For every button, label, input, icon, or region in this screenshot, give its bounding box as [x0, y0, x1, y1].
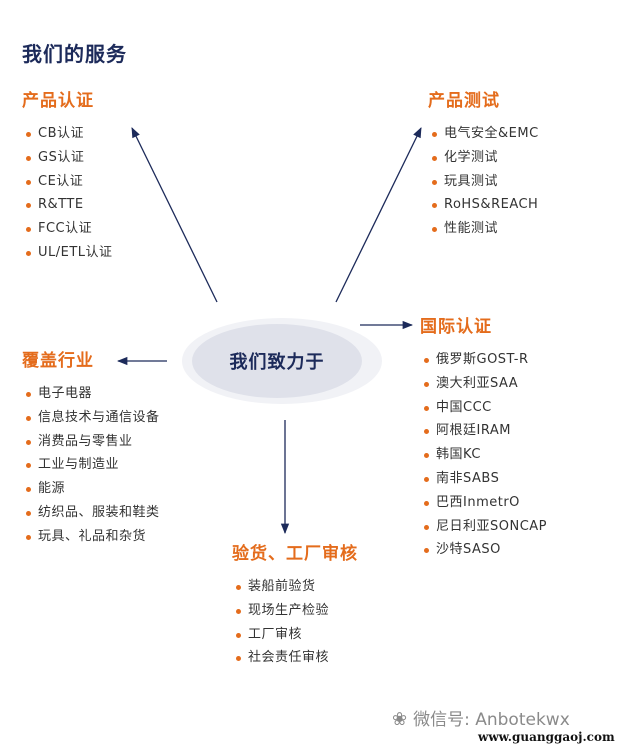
list-item: RoHS&REACH: [428, 193, 539, 217]
list-item: 玩具、礼品和杂货: [22, 525, 160, 549]
watermark-text: 微信号: Anbotekwx: [413, 710, 570, 730]
list-item: 尼日利亚SONCAP: [420, 515, 547, 539]
section-title: 产品测试: [428, 91, 500, 111]
list-item: 南非SABS: [420, 467, 547, 491]
list-item: FCC认证: [22, 217, 113, 241]
section-title: 验货、工厂审核: [232, 544, 358, 564]
section-product-certification: 产品认证 CB认证 GS认证 CE认证 R&TTE FCC认证 UL/ETL认证: [22, 90, 113, 265]
list-item: 性能测试: [428, 217, 539, 241]
list-item: CB认证: [22, 122, 113, 146]
list-item: 纺织品、服装和鞋类: [22, 501, 160, 525]
list-item: GS认证: [22, 146, 113, 170]
list-item: 澳大利亚SAA: [420, 372, 547, 396]
wechat-watermark: ❀微信号: Anbotekwx: [392, 705, 570, 730]
list-item: 电气安全&EMC: [428, 122, 539, 146]
list-item: R&TTE: [22, 193, 113, 217]
section-international-certification: 国际认证 俄罗斯GOST-R 澳大利亚SAA 中国CCC 阿根廷IRAM 韩国K…: [420, 316, 547, 562]
section-product-testing: 产品测试 电气安全&EMC 化学测试 玩具测试 RoHS&REACH 性能测试: [428, 90, 539, 241]
list-item: 消费品与零售业: [22, 430, 160, 454]
list-item: 社会责任审核: [232, 646, 358, 670]
list-item: 中国CCC: [420, 396, 547, 420]
section-title: 国际认证: [420, 317, 492, 337]
list-item: UL/ETL认证: [22, 241, 113, 265]
list-item: 工业与制造业: [22, 453, 160, 477]
list-item: 化学测试: [428, 146, 539, 170]
list-item: 信息技术与通信设备: [22, 406, 160, 430]
service-list: 电气安全&EMC 化学测试 玩具测试 RoHS&REACH 性能测试: [428, 122, 539, 241]
section-inspection-audit: 验货、工厂审核 装船前验货 现场生产检验 工厂审核 社会责任审核: [232, 543, 358, 670]
list-item: 沙特SASO: [420, 538, 547, 562]
service-list: CB认证 GS认证 CE认证 R&TTE FCC认证 UL/ETL认证: [22, 122, 113, 265]
list-item: 能源: [22, 477, 160, 501]
list-item: CE认证: [22, 170, 113, 194]
list-item: 现场生产检验: [232, 599, 358, 623]
page-title: 我们的服务: [22, 42, 127, 66]
section-title: 覆盖行业: [22, 351, 94, 371]
list-item: 电子电器: [22, 382, 160, 406]
section-industries: 覆盖行业 电子电器 信息技术与通信设备 消费品与零售业 工业与制造业 能源 纺织…: [22, 350, 160, 549]
center-ellipse-inner: [192, 324, 362, 398]
list-item: 俄罗斯GOST-R: [420, 348, 547, 372]
center-label: 我们致力于: [229, 352, 325, 373]
site-watermark: www.guanggaoj.com: [478, 730, 615, 744]
list-item: 装船前验货: [232, 575, 358, 599]
section-title: 产品认证: [22, 91, 94, 111]
list-item: 巴西InmetrO: [420, 491, 547, 515]
list-item: 阿根廷IRAM: [420, 419, 547, 443]
list-item: 工厂审核: [232, 623, 358, 647]
service-list: 装船前验货 现场生产检验 工厂审核 社会责任审核: [232, 575, 358, 670]
list-item: 玩具测试: [428, 170, 539, 194]
service-list: 电子电器 信息技术与通信设备 消费品与零售业 工业与制造业 能源 纺织品、服装和…: [22, 382, 160, 549]
wechat-icon: ❀: [392, 709, 408, 730]
arrow-to-product-test: [335, 127, 422, 303]
arrow-to-product-cert: [131, 127, 218, 303]
service-list: 俄罗斯GOST-R 澳大利亚SAA 中国CCC 阿根廷IRAM 韩国KC 南非S…: [420, 348, 547, 562]
list-item: 韩国KC: [420, 443, 547, 467]
